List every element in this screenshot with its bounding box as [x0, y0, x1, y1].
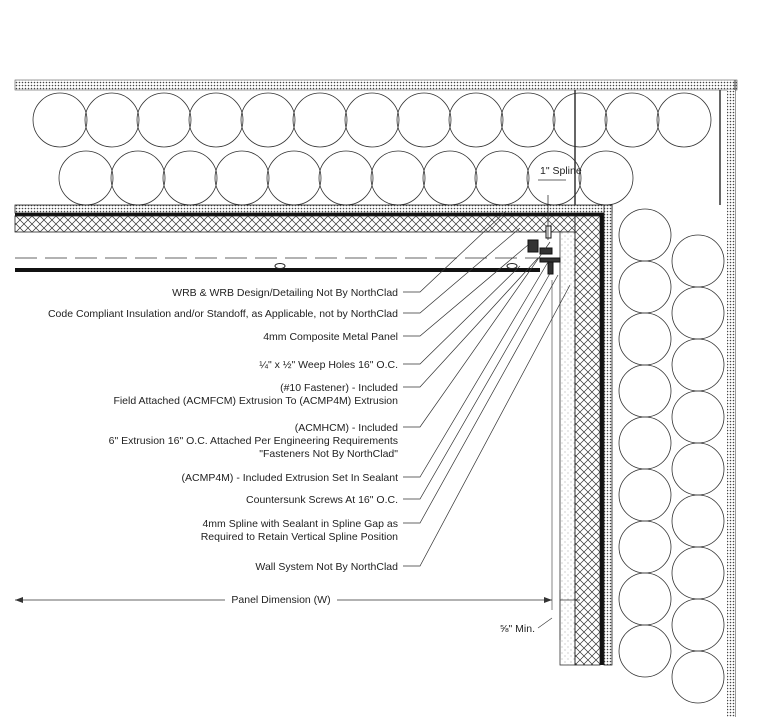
- callout: Code Compliant Insulation and/or Standof…: [48, 227, 521, 320]
- insulation-bulb: [370, 150, 426, 206]
- insulation-bulb: [58, 150, 114, 206]
- callout-text: (#10 Fastener) - Included: [280, 382, 398, 394]
- insulation-bulb: [240, 92, 296, 148]
- leader-line: [403, 284, 571, 567]
- callout: Countersunk Screws At 16" O.C.: [246, 269, 553, 506]
- leader-line: [403, 244, 529, 337]
- insulation-bulb: [618, 312, 672, 366]
- wrb-layer-vertical: [603, 204, 613, 666]
- leader-line: [403, 265, 521, 365]
- insulation-bulb: [671, 286, 725, 340]
- insulation-bulb: [526, 150, 582, 206]
- membrane-horizontal: [15, 213, 600, 216]
- callout-text: 6" Extrusion 16" O.C. Attached Per Engin…: [109, 435, 398, 447]
- insulation-bulb: [618, 572, 672, 626]
- corner-extrusion: [527, 225, 561, 275]
- callout-text: Wall System Not By NorthClad: [255, 561, 398, 573]
- weep-hole: [274, 263, 286, 269]
- callout-text: Code Compliant Insulation and/or Standof…: [48, 308, 398, 320]
- composite-panel-horizontal: [15, 268, 540, 272]
- callout-text: Countersunk Screws At 16" O.C.: [246, 494, 398, 506]
- insulation-bulb: [671, 390, 725, 444]
- callout-text: (ACMP4M) - Included Extrusion Set In Sea…: [181, 472, 398, 484]
- callout: (ACMP4M) - Included Extrusion Set In Sea…: [181, 261, 549, 484]
- callout-text: WRB & WRB Design/Detailing Not By NorthC…: [172, 287, 398, 299]
- insulation-bulb: [318, 150, 374, 206]
- insulation-bulb: [84, 92, 140, 148]
- callout-text: (ACMHCM) - Included: [295, 422, 398, 434]
- callout: 4mm Composite Metal Panel: [263, 244, 529, 343]
- insulation-bulb: [618, 416, 672, 470]
- leader-line: [403, 274, 559, 524]
- insulation-bulb: [618, 208, 672, 262]
- callout-labels: WRB & WRB Design/Detailing Not By NorthC…: [48, 211, 571, 573]
- wrb-layer-horizontal: [14, 204, 613, 214]
- leader-line: [403, 257, 539, 388]
- leader-line: [403, 269, 553, 500]
- insulation-bulb: [671, 442, 725, 496]
- leader-line: [403, 261, 549, 478]
- callout-text: ¼" x ½" Weep Holes 16" O.C.: [259, 359, 398, 371]
- insulation-bulb: [474, 150, 530, 206]
- insulation-bulb: [604, 92, 660, 148]
- callout-text: 4mm Composite Metal Panel: [263, 331, 398, 343]
- insulation-bulb: [671, 234, 725, 288]
- insulation-layer-vertical: [574, 215, 601, 666]
- callout-text: "Fasteners Not By NorthClad": [259, 448, 398, 460]
- insulation-bulb: [618, 364, 672, 418]
- insulation-layer-horizontal: [14, 215, 576, 233]
- insulation-bulb: [552, 92, 608, 148]
- insulation-bulb: [618, 468, 672, 522]
- insulation-bulb: [32, 92, 88, 148]
- insulation-bulb: [292, 92, 348, 148]
- top-sheathing: [14, 79, 738, 91]
- insulation-bulb: [266, 150, 322, 206]
- callout-text: Field Attached (ACMFCM) Extrusion To (AC…: [113, 395, 398, 407]
- callout-text: Required to Retain Vertical Spline Posit…: [201, 531, 398, 543]
- side-insulation: [618, 208, 725, 704]
- callout: WRB & WRB Design/Detailing Not By NorthC…: [172, 211, 506, 299]
- insulation-bulb: [422, 150, 478, 206]
- insulation-bulb: [671, 494, 725, 548]
- panel-dimension-label: Panel Dimension (W): [231, 594, 330, 606]
- insulation-bulb: [671, 650, 725, 704]
- right-sheathing: [727, 90, 735, 717]
- leader-line: [403, 211, 506, 293]
- insulation-bulb: [448, 92, 504, 148]
- leader-line: [403, 227, 521, 314]
- callout: 4mm Spline with Sealant in Spline Gap as…: [201, 274, 559, 543]
- insulation-bulb: [671, 546, 725, 600]
- callout: Wall System Not By NorthClad: [255, 284, 571, 573]
- weep-hole: [506, 263, 518, 269]
- insulation-bulb: [188, 92, 244, 148]
- top-insulation: [32, 92, 712, 206]
- insulation-bulb: [214, 150, 270, 206]
- insulation-bulb: [618, 624, 672, 678]
- spline-dimension-label: 1" Spline: [540, 165, 582, 177]
- insulation-bulb: [578, 150, 634, 206]
- callout-text: 4mm Spline with Sealant in Spline Gap as: [202, 518, 398, 530]
- leader-line: [403, 241, 551, 428]
- insulation-bulb: [618, 260, 672, 314]
- membrane-vertical: [600, 213, 604, 665]
- callout: ¼" x ½" Weep Holes 16" O.C.: [259, 265, 521, 371]
- insulation-bulb: [136, 92, 192, 148]
- insulation-bulb: [344, 92, 400, 148]
- min-gap-leader: [537, 617, 553, 629]
- label-bg: [225, 592, 337, 606]
- insulation-bulb: [396, 92, 452, 148]
- insulation-bulb: [618, 520, 672, 574]
- insulation-bulb: [671, 598, 725, 652]
- insulation-bulb: [500, 92, 556, 148]
- insulation-bulb: [656, 92, 712, 148]
- insulation-bulb: [162, 150, 218, 206]
- insulation-bulb: [110, 150, 166, 206]
- insulation-bulb: [671, 338, 725, 392]
- min-gap-label: ⅝" Min.: [500, 623, 535, 635]
